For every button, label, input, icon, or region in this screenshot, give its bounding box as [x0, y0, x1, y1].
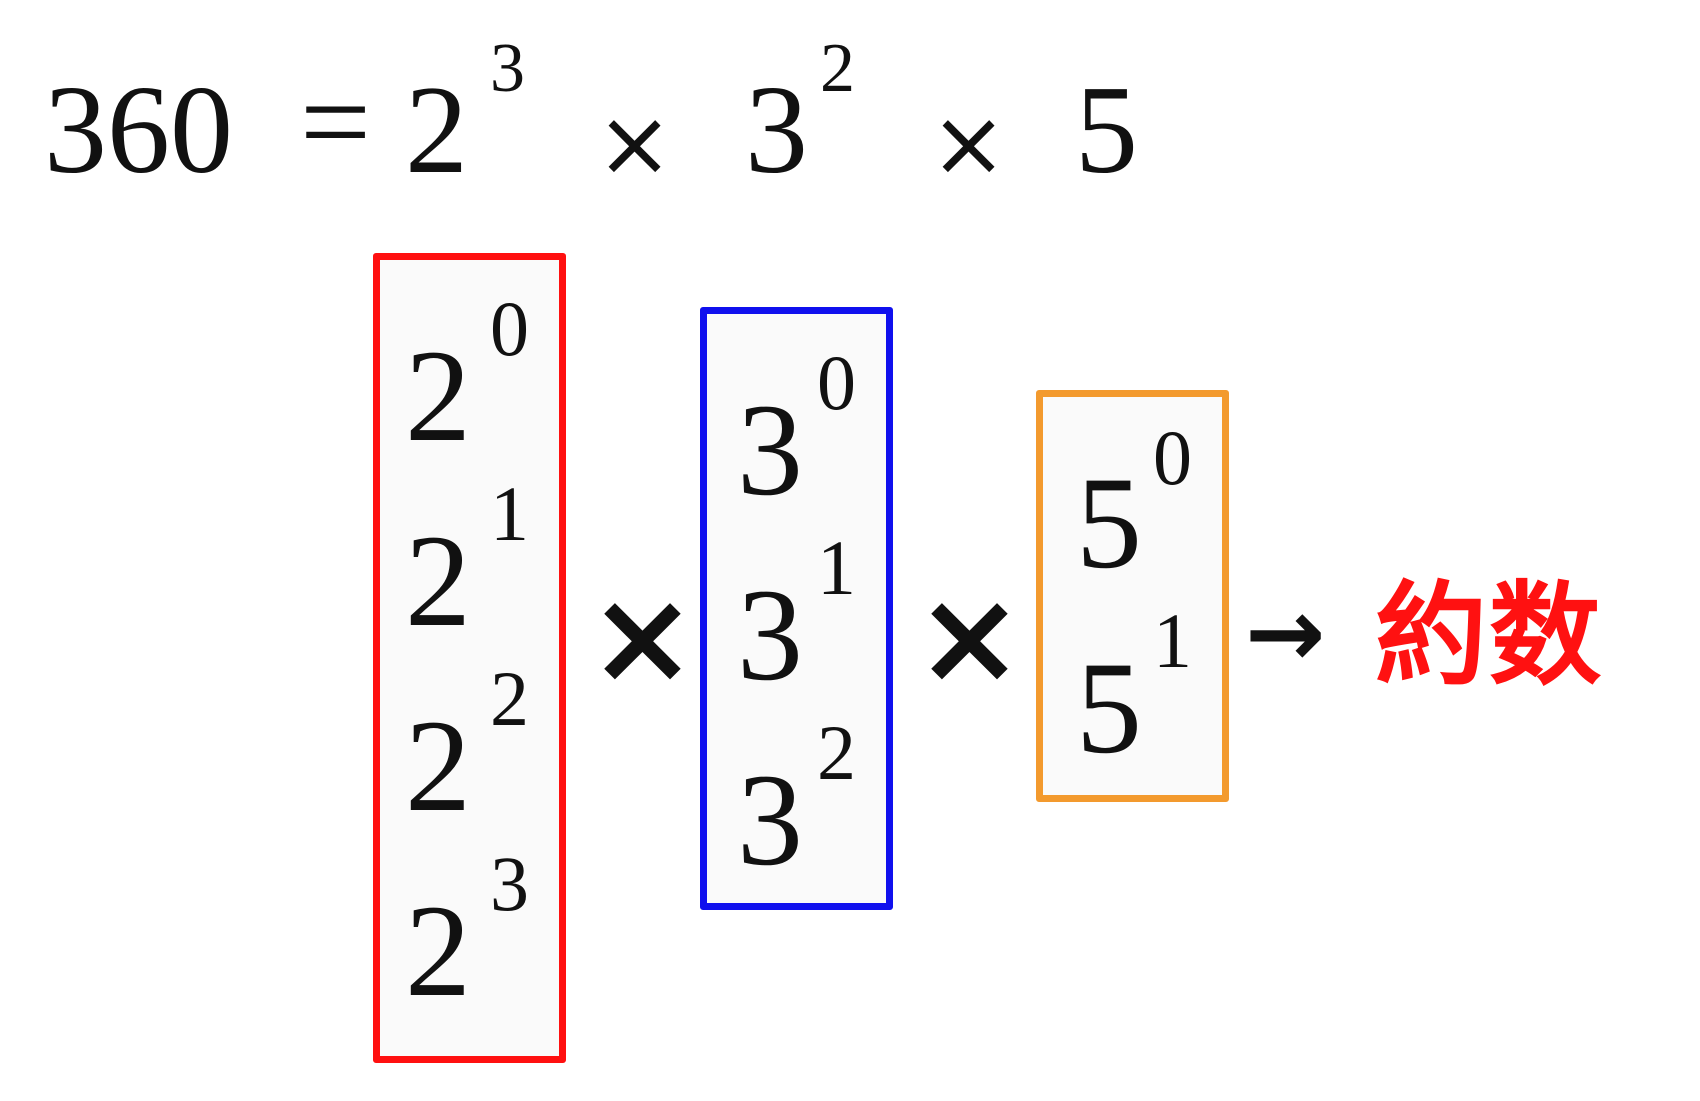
power-2-3: 2 3 [405, 840, 529, 1024]
equation-factor-3-base: 3 [745, 61, 808, 200]
equation-times-2: × [930, 90, 1008, 197]
equation-factor-2-base: 2 [405, 61, 468, 200]
powers-of-2-box: 2 0 2 1 2 2 2 3 [373, 253, 566, 1063]
equation-lhs: 360 [44, 61, 233, 200]
times-operator-2: × [915, 561, 1024, 713]
power-5-1: 5 1 [1076, 597, 1192, 781]
divisors-label: 約数 [1375, 571, 1603, 701]
equation-factor-3-exp: 2 [820, 30, 855, 107]
powers-of-3-box: 3 0 3 1 3 2 [700, 307, 893, 910]
equation: 360 = 2 3 × 3 2 × 5 [0, 0, 1700, 210]
power-3-0: 3 0 [737, 339, 856, 523]
power-3-2: 3 2 [737, 709, 856, 893]
equation-times-1: × [596, 90, 674, 197]
equation-factor-2-exp: 3 [490, 30, 525, 107]
times-operator-1: × [588, 561, 697, 713]
power-2-1: 2 1 [405, 470, 529, 654]
power-5-0: 5 0 [1076, 414, 1192, 596]
equation-factor-5-base: 5 [1075, 61, 1138, 200]
equation-equals: = [300, 53, 372, 192]
power-3-1: 3 1 [737, 524, 856, 708]
powers-of-5-box: 5 0 5 1 [1036, 390, 1229, 802]
power-2-0: 2 0 [405, 285, 529, 469]
arrow-icon: → [1245, 577, 1326, 689]
power-2-2: 2 2 [405, 655, 529, 839]
